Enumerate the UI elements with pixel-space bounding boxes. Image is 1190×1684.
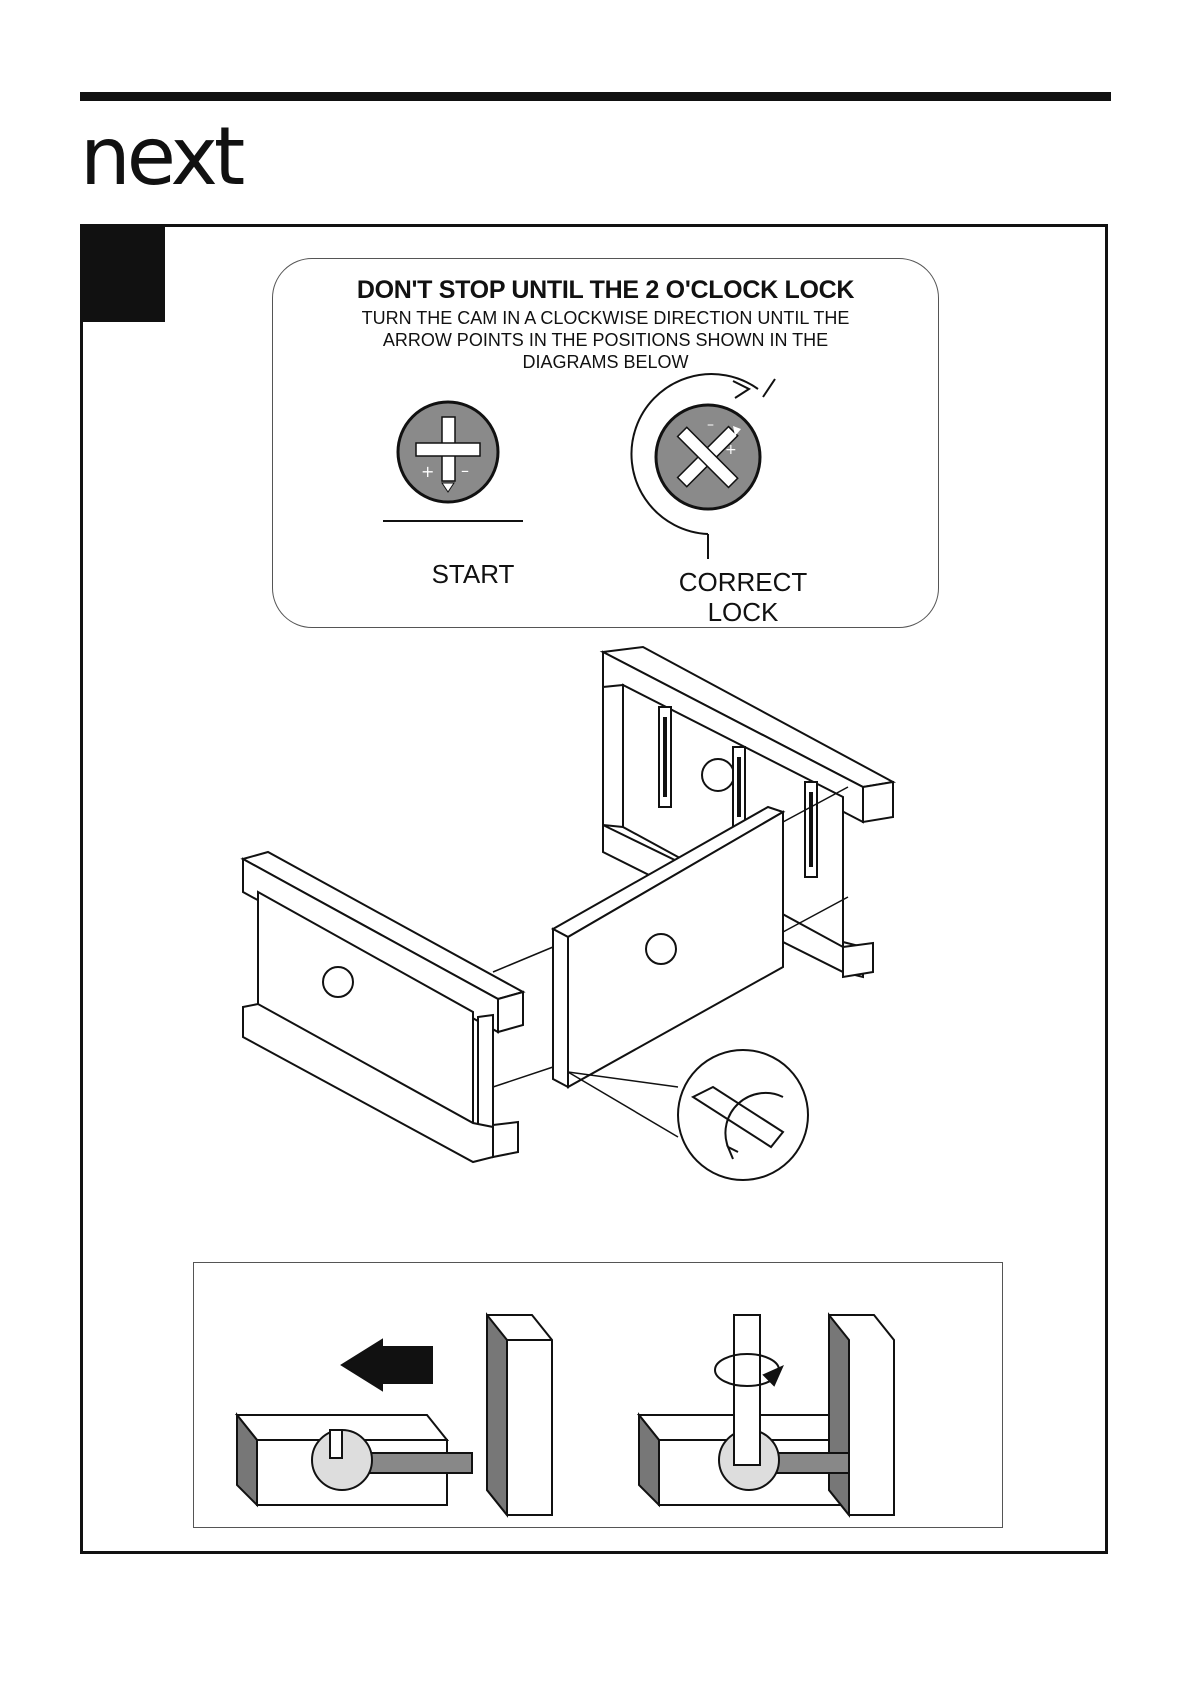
- cam-tightening-detail: [634, 1315, 964, 1515]
- info-instructions: TURN THE CAM IN A CLOCKWISE DIRECTION UN…: [313, 307, 898, 373]
- cam-insertion-detail: [232, 1315, 562, 1515]
- info-title: DON'T STOP UNTIL THE 2 O'CLOCK LOCK: [273, 276, 938, 305]
- start-baseline: [383, 519, 523, 523]
- correct-lock-label: CORRECT LOCK: [633, 567, 853, 627]
- step-number-box: [83, 227, 165, 322]
- top-rule: [80, 92, 1111, 101]
- cam-start-icon: + –: [393, 397, 503, 507]
- svg-text:–: –: [461, 461, 469, 480]
- drawer-assembly-illustration: [223, 647, 983, 1247]
- next-logo: next: [80, 128, 280, 198]
- cam-lock-info-panel: DON'T STOP UNTIL THE 2 O'CLOCK LOCK TURN…: [272, 258, 939, 628]
- svg-text:–: –: [707, 417, 714, 433]
- logo-text: next: [80, 122, 241, 192]
- cam-lock-icon: + –: [623, 369, 793, 559]
- cam-detail-panel: [193, 1262, 1003, 1528]
- svg-text:+: +: [421, 462, 434, 481]
- start-label: START: [363, 559, 583, 590]
- svg-text:+: +: [725, 442, 737, 458]
- instruction-frame: DON'T STOP UNTIL THE 2 O'CLOCK LOCK TURN…: [80, 224, 1108, 1554]
